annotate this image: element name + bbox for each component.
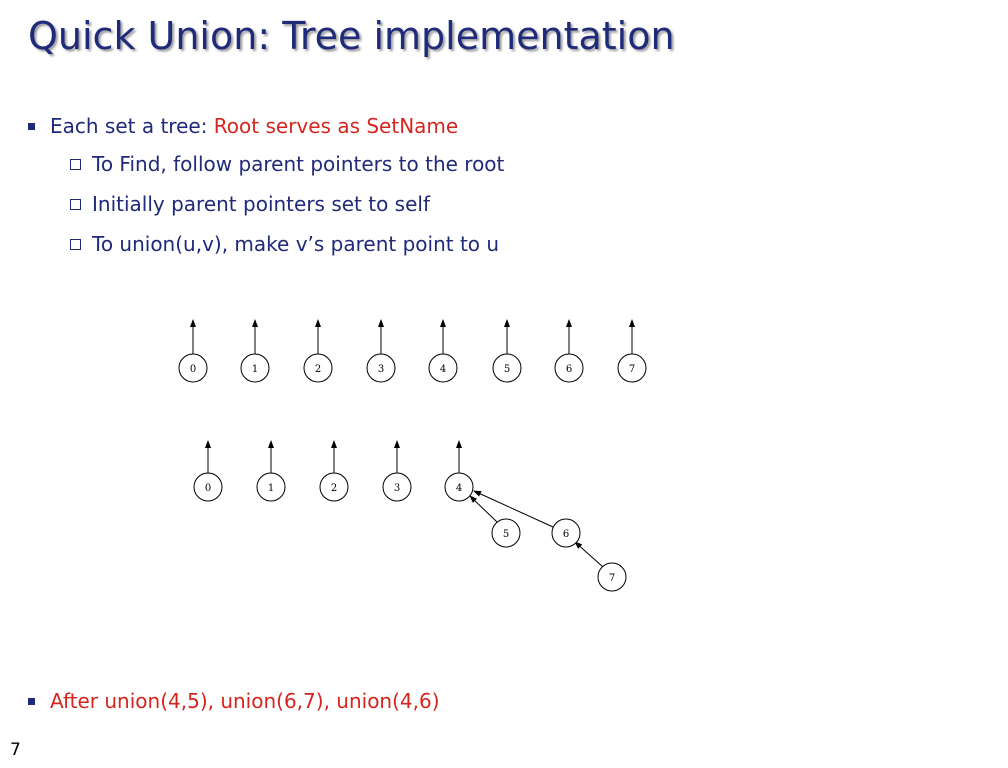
node-label: 6 bbox=[563, 529, 569, 540]
node-label: 5 bbox=[503, 529, 509, 540]
initial-node-4: 4 bbox=[428, 319, 458, 383]
node-label: 6 bbox=[566, 364, 572, 375]
initial-node-6: 6 bbox=[554, 319, 584, 383]
after-node-2: 2 bbox=[319, 440, 349, 502]
node-label: 4 bbox=[456, 483, 462, 494]
initial-node-1: 1 bbox=[240, 319, 270, 383]
node-label: 1 bbox=[252, 364, 258, 375]
hollow-square-icon bbox=[70, 199, 81, 210]
initial-node-2: 2 bbox=[303, 319, 333, 383]
initial-node-3: 3 bbox=[366, 319, 396, 383]
after-node-0: 0 bbox=[193, 440, 223, 502]
subbullet-text: To Find, follow parent pointers to the r… bbox=[92, 152, 505, 176]
node-label: 7 bbox=[629, 364, 635, 375]
node-label: 0 bbox=[205, 483, 211, 494]
edge-7-to-6 bbox=[574, 541, 604, 568]
page-number: 7 bbox=[10, 740, 21, 760]
node-label: 0 bbox=[190, 364, 196, 375]
edge-5-to-4 bbox=[469, 495, 498, 523]
node-label: 2 bbox=[331, 483, 337, 494]
after-node-6: 6 bbox=[551, 518, 581, 548]
after-node-4: 4 bbox=[444, 440, 474, 502]
hollow-square-icon bbox=[70, 239, 81, 250]
node-label: 5 bbox=[504, 364, 510, 375]
bullet-after-union: After union(4,5), union(6,7), union(4,6) bbox=[28, 689, 440, 713]
subbullet-find: To Find, follow parent pointers to the r… bbox=[70, 152, 505, 176]
node-label: 7 bbox=[609, 573, 615, 584]
initial-node-7: 7 bbox=[617, 319, 647, 383]
node-label: 2 bbox=[315, 364, 321, 375]
after-node-5: 5 bbox=[491, 518, 521, 548]
node-label: 4 bbox=[440, 364, 446, 375]
slide-title: Quick Union: Tree implementation bbox=[28, 14, 675, 58]
subbullet-union: To union(u,v), make v’s parent point to … bbox=[70, 232, 500, 256]
after-node-1: 1 bbox=[256, 440, 286, 502]
hollow-square-icon bbox=[70, 159, 81, 170]
after-union-forest: 0 1 2 3 4 5 6 bbox=[193, 440, 627, 592]
node-label: 3 bbox=[394, 483, 400, 494]
bullet-after-union-text: After union(4,5), union(6,7), union(4,6) bbox=[50, 689, 440, 713]
initial-node-5: 5 bbox=[492, 319, 522, 383]
bullet-highlight: Root serves as SetName bbox=[213, 114, 459, 138]
bullet-square-icon bbox=[28, 123, 35, 130]
node-label: 3 bbox=[378, 364, 384, 375]
subbullet-initial: Initially parent pointers set to self bbox=[70, 192, 430, 216]
node-label: 1 bbox=[268, 483, 274, 494]
subbullet-text: To union(u,v), make v’s parent point to … bbox=[92, 232, 500, 256]
bullet-prefix: Each set a tree: bbox=[50, 114, 208, 138]
after-node-3: 3 bbox=[382, 440, 412, 502]
subbullet-text: Initially parent pointers set to self bbox=[92, 192, 430, 216]
initial-node-0: 0 bbox=[178, 319, 208, 383]
initial-forest: 0 1 2 3 4 5 6 bbox=[178, 319, 647, 383]
bullet-square-icon bbox=[28, 698, 35, 705]
after-node-7: 7 bbox=[597, 562, 627, 592]
edge-6-to-4 bbox=[473, 490, 554, 528]
bullet-each-set: Each set a tree: Root serves as SetName bbox=[28, 114, 459, 138]
